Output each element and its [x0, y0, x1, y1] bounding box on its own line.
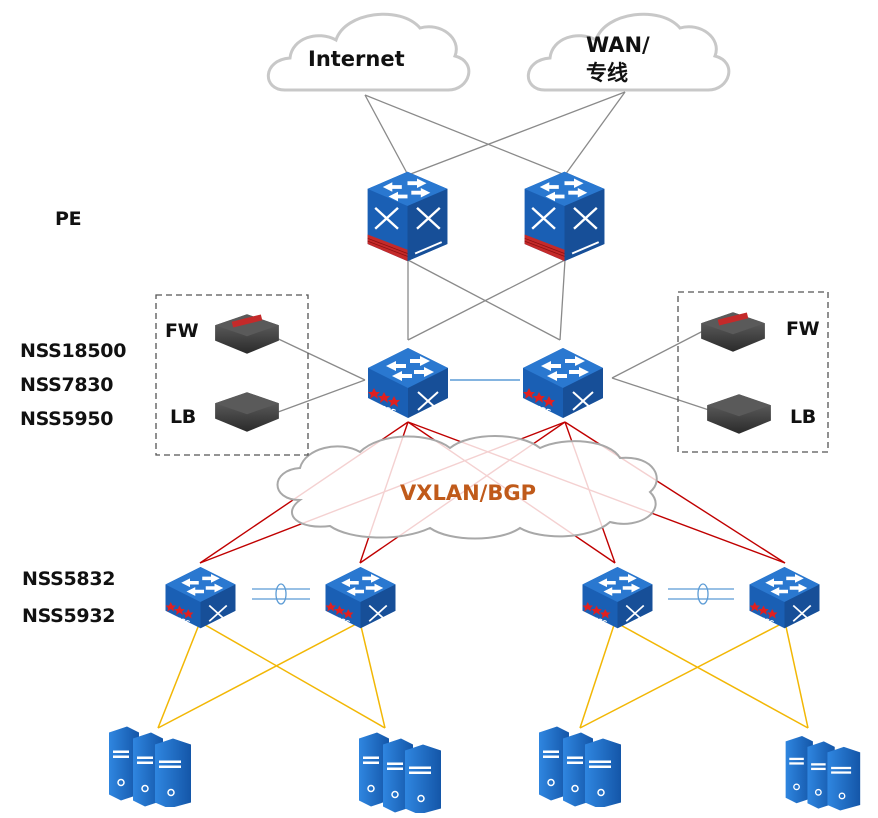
access-switch-2: [324, 565, 397, 630]
wan-label: WAN/: [586, 33, 650, 57]
core-model-3: NSS5950: [20, 408, 114, 430]
wan-links: [269, 91, 716, 416]
load-balancer-icon-right: [707, 394, 771, 434]
pe-tier-label: PE: [55, 208, 82, 230]
access-model-1: NSS5832: [22, 568, 116, 590]
fw-label-right: FW: [786, 318, 820, 340]
right-service-group: [677, 291, 829, 453]
internet-cloud: [266, 12, 471, 92]
server-group-2: [358, 731, 442, 813]
internet-label: Internet: [308, 47, 405, 71]
access-switch-1: [164, 565, 237, 630]
pe-router-1: [366, 170, 449, 263]
server-group-4: [784, 735, 861, 812]
access-switch-4: [748, 565, 821, 630]
vxlan-cloud: [276, 435, 658, 540]
wan-label-cn: 专线: [586, 61, 628, 85]
pe-router-2: [523, 170, 606, 263]
access-links: [157, 621, 809, 729]
core-switch-1: [366, 346, 450, 420]
core-model-2: NSS7830: [20, 374, 114, 396]
load-balancer-icon-left: [215, 392, 279, 432]
access-switch-3: [581, 565, 654, 630]
server-group-3: [538, 725, 622, 807]
vxlan-label: VXLAN/BGP: [400, 481, 536, 505]
left-service-group: [155, 294, 309, 456]
lb-label-right: LB: [790, 406, 816, 428]
core-model-1: NSS18500: [20, 340, 127, 362]
fw-label-left: FW: [165, 320, 199, 342]
server-group-1: [108, 725, 192, 807]
lb-label-left: LB: [170, 406, 196, 428]
wan-cloud: [526, 12, 731, 92]
core-switch-2: [521, 346, 605, 420]
access-peer-links: [252, 583, 734, 605]
access-model-2: NSS5932: [22, 605, 116, 627]
